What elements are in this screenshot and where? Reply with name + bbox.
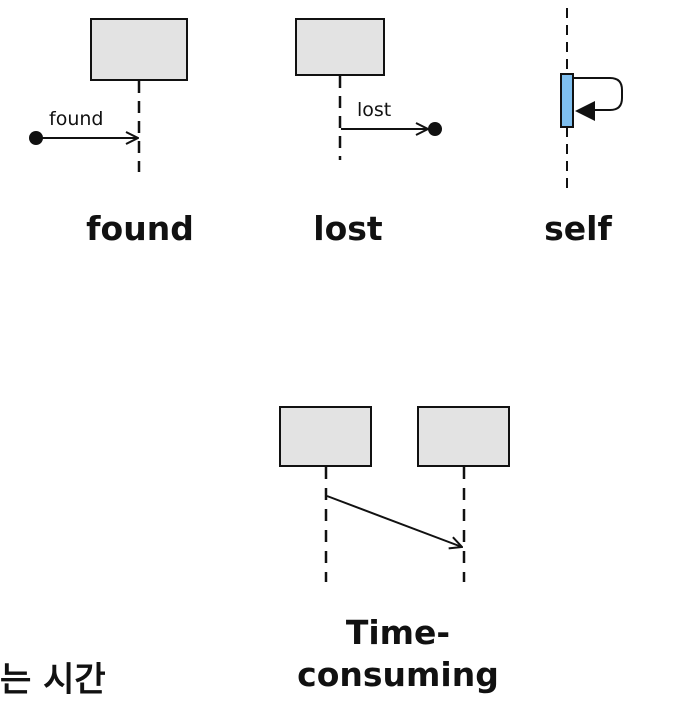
partial-korean-text: 는 시간 — [0, 660, 106, 700]
found-caption: found — [86, 209, 194, 248]
time-source-lifeline-box — [279, 406, 372, 467]
self-activation-bar — [560, 73, 574, 128]
lost-target-dot — [428, 122, 442, 136]
time-target-lifeline-box — [417, 406, 510, 467]
time-message-arrow — [326, 495, 462, 547]
found-message-label: found — [49, 108, 103, 130]
lost-lifeline-box — [295, 18, 385, 76]
time-consuming-caption-line1: Time- — [345, 613, 451, 652]
time-consuming-caption-line2: consuming — [297, 655, 499, 694]
lost-caption: lost — [313, 209, 383, 248]
self-message-diagram — [560, 8, 623, 190]
self-caption: self — [544, 209, 612, 248]
self-message-loop — [573, 77, 623, 111]
found-lifeline-box — [90, 18, 188, 81]
time-consuming-message-diagram — [279, 406, 510, 582]
self-message-arrowhead — [575, 101, 595, 121]
lost-message-label: lost — [357, 99, 391, 121]
lost-message-diagram: lost — [295, 18, 442, 160]
found-message-diagram: found — [29, 18, 188, 172]
found-source-dot — [29, 131, 43, 145]
time-consuming-caption: Time- consuming — [297, 612, 499, 696]
